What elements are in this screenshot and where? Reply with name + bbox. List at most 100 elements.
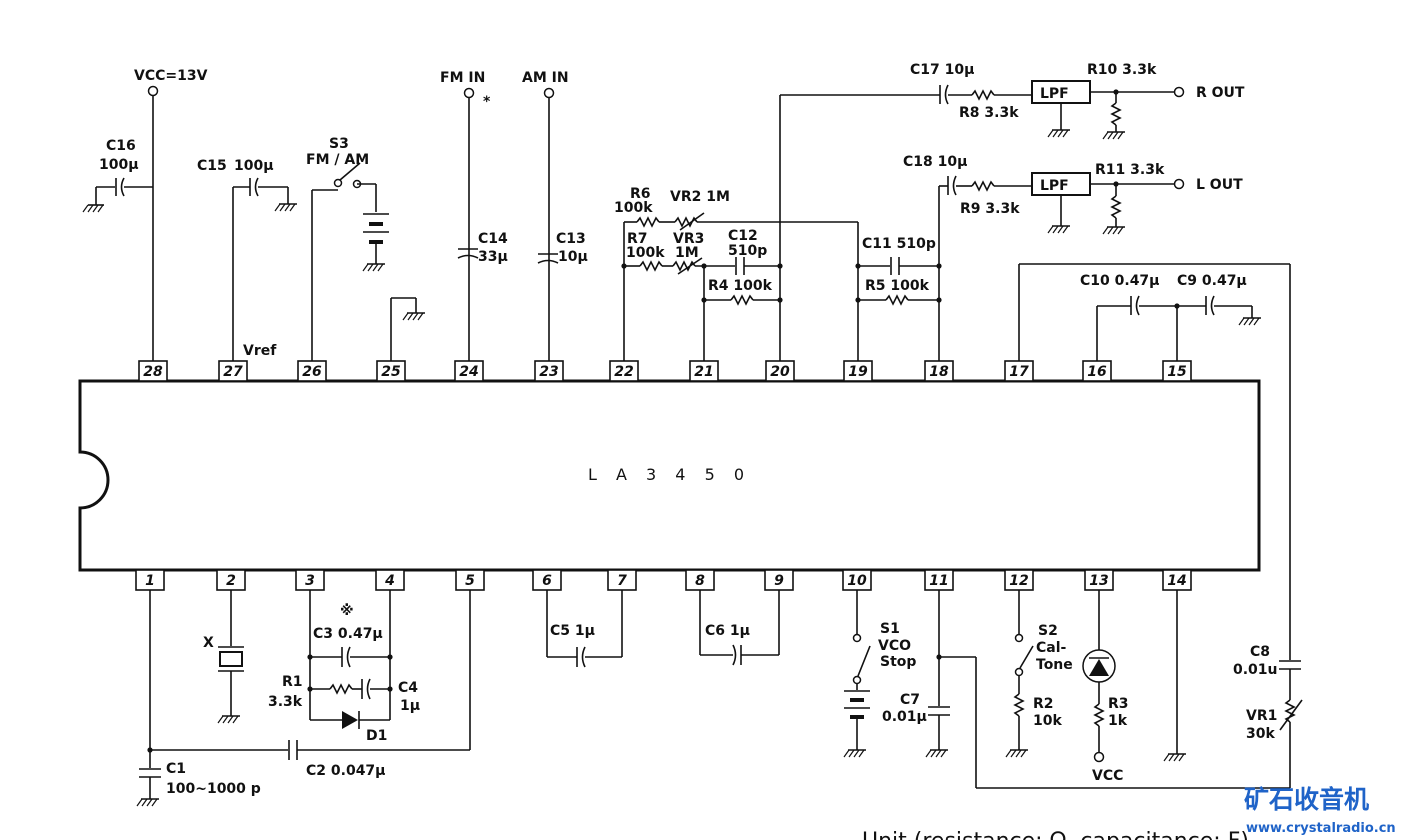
pin-10: 10 (842, 569, 872, 591)
pin-21: 21 (689, 360, 719, 382)
l-out-chain (939, 172, 1185, 235)
pin-number: 11 (929, 573, 948, 589)
pin-number: 10 (847, 573, 867, 589)
c16-label: C16 (106, 138, 136, 154)
pin-number: 5 (465, 573, 475, 589)
pin-6: 6 (532, 569, 562, 591)
r5-label: R5 100k (865, 278, 930, 294)
r4-label: R4 100k (708, 278, 773, 294)
capacitor-c14 (457, 248, 479, 259)
pin-number: 13 (1089, 573, 1108, 589)
pin-11: 11 (924, 569, 954, 591)
pin-number: 3 (305, 573, 315, 589)
c13-value: 10μ (558, 249, 588, 265)
am-in-label: AM IN (522, 70, 569, 86)
am-in-terminal (543, 87, 555, 361)
r2-label: R2 (1033, 696, 1054, 712)
r7-label: R7 (627, 231, 648, 247)
s1-vco: VCO (878, 638, 911, 654)
c4-value: 1μ (400, 698, 420, 714)
pin-12: 12 (1004, 569, 1034, 591)
ground-pin25 (390, 297, 425, 361)
c3-mark: ※ (340, 603, 354, 619)
pin-number: 20 (770, 364, 790, 380)
pin-number: 25 (381, 364, 401, 380)
r10-label: R10 3.3k (1087, 62, 1157, 78)
watermark-logo: 矿石收音机 (1244, 785, 1369, 814)
c12-value: 510p (728, 243, 767, 259)
pin-number: 7 (617, 573, 627, 589)
s3-label: S3 (329, 136, 349, 152)
pin-number: 14 (1167, 573, 1186, 589)
c14-value: 33μ (478, 249, 508, 265)
pin-7: 7 (607, 569, 637, 591)
switch-s2 (1005, 590, 1034, 758)
pin-number: 27 (223, 364, 243, 380)
pin-2: 2 (216, 569, 246, 591)
pin-5: 5 (455, 569, 485, 591)
capacitor-c6 (699, 590, 780, 666)
c15-value: 100μ (234, 158, 274, 174)
s2-tone: Tone (1036, 657, 1073, 673)
pin-16: 16 (1082, 360, 1112, 382)
r1-value: 3.3k (268, 694, 303, 710)
pin-26: 26 (297, 360, 327, 382)
lpf-r-label: LPF (1040, 86, 1069, 102)
c9-label: C9 0.47μ (1177, 273, 1247, 289)
ground-pin14 (1163, 590, 1186, 762)
pin-number: 6 (542, 573, 552, 589)
pin-number: 17 (1009, 364, 1029, 380)
pin-27: 27 (218, 360, 248, 382)
c6-label: C6 1μ (705, 623, 750, 639)
pin-number: 1 (145, 573, 155, 589)
pin-number: 26 (302, 364, 322, 380)
vr2-label: VR2 1M (670, 189, 730, 205)
pin-13: 13 (1084, 569, 1114, 591)
pin-number: 15 (1167, 364, 1187, 380)
feedback-network-22-20 (621, 95, 859, 361)
switch-s3 (311, 162, 389, 361)
fm-in-terminal (463, 87, 475, 361)
pin-1: 1 (135, 569, 165, 591)
ic-body (78, 379, 1261, 572)
r7-value: 100k (626, 245, 665, 261)
pin-28: 28 (138, 360, 168, 382)
unit-caption: Unit (resistance: Ω, capacitance: F) (862, 829, 1249, 840)
pin-25: 25 (376, 360, 406, 382)
s1-label: S1 (880, 621, 900, 637)
vr3-value: 1M (675, 245, 699, 261)
c1-value: 100~1000 p (166, 781, 261, 797)
capacitor-c7 (925, 590, 1290, 789)
pin-number: 4 (384, 573, 395, 589)
r1-label: R1 (282, 674, 303, 690)
pin-17: 17 (1004, 360, 1034, 382)
capacitor-c16 (82, 177, 153, 213)
chip-label: L A 3 4 5 0 (588, 465, 751, 484)
pin-9: 9 (764, 569, 794, 591)
crystal-x (217, 590, 244, 724)
c14-label: C14 (478, 231, 508, 247)
c13-label: C13 (556, 231, 586, 247)
capacitor-c5 (546, 590, 623, 668)
pin-number: 23 (539, 364, 558, 380)
network-3-4 (307, 590, 393, 729)
pin-15: 15 (1162, 360, 1192, 382)
pin-number: 19 (848, 364, 868, 380)
fm-in-label: FM IN (440, 70, 485, 86)
pin-20: 20 (765, 360, 795, 382)
c3-label: C3 0.47μ (313, 626, 383, 642)
vcc-top-label: VCC=13V (134, 68, 208, 84)
d1-label: D1 (366, 728, 387, 744)
c15-label: C15 (197, 158, 227, 174)
pin-number: 22 (614, 364, 633, 380)
pin17-c8-line (1018, 263, 1303, 788)
r2-value: 10k (1033, 713, 1062, 729)
pin-22: 22 (609, 360, 639, 382)
vr1-value: 30k (1246, 726, 1275, 742)
pin-number: 12 (1009, 573, 1028, 589)
c16-value: 100μ (99, 157, 139, 173)
capacitor-c15 (232, 177, 297, 361)
crystal-x-label: X (203, 635, 214, 651)
